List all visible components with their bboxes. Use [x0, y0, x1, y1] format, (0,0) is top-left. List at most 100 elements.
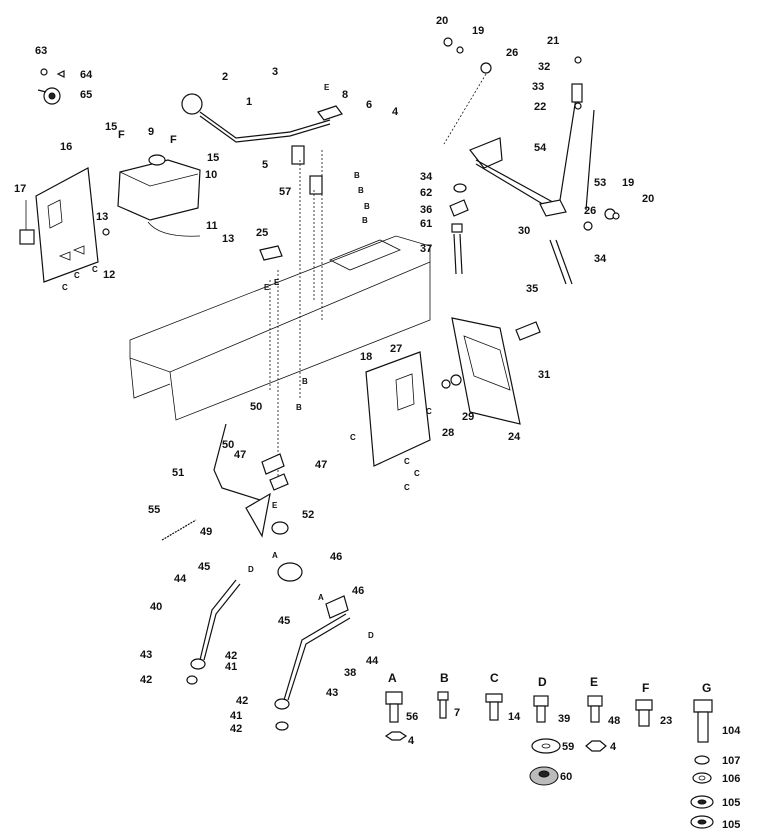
callout-4: 4 [392, 106, 399, 118]
hardware-key: A 56 4 B 7 C 14 D 39 59 60 E 48 4 F 23 G… [384, 671, 741, 831]
callout-43b: 43 [326, 687, 338, 699]
callout-17: 17 [14, 183, 26, 195]
letter-b: B [362, 216, 368, 225]
side-panel-16: 16 17 C C C [14, 141, 99, 292]
callout-8: 8 [342, 89, 348, 101]
letter-b: B [354, 171, 360, 180]
callout-52: 52 [302, 509, 314, 521]
callout-26a: 26 [506, 47, 518, 59]
callout-37: 37 [420, 243, 432, 255]
letter-e: E [324, 83, 330, 92]
letter-a: A [272, 551, 278, 560]
callout-55: 55 [148, 504, 160, 516]
callout-30: 30 [518, 225, 530, 237]
letter-c: C [62, 283, 68, 292]
callout-44a: 44 [174, 573, 187, 585]
callout-13b: 13 [222, 233, 234, 245]
callout-2: 2 [222, 71, 228, 83]
key-part-106: 106 [722, 773, 740, 785]
key-letter-g: G [702, 681, 711, 695]
letter-c: C [74, 271, 80, 280]
callout-28: 28 [442, 427, 454, 439]
callout-19a: 19 [472, 25, 484, 37]
letter-b: B [364, 202, 370, 211]
letter-c: C [404, 483, 410, 492]
key-part-4: 4 [408, 735, 415, 747]
upper-right-assembly: 20 19 26 21 32 33 22 54 53 19 20 26 34 3… [420, 15, 654, 295]
lower-linkage: 45 44 D A 46 40 43 42 41 42 A 46 45 D 44… [140, 551, 379, 735]
callout-57: 57 [279, 186, 291, 198]
letter-c: C [404, 457, 410, 466]
key-part-23: 23 [660, 715, 672, 727]
callout-9: 9 [148, 126, 154, 138]
callout-34b: 34 [594, 253, 607, 265]
callout-45a: 45 [198, 561, 210, 573]
callout-26b: 26 [584, 205, 596, 217]
callout-42d: 42 [230, 723, 242, 735]
letter-b: B [302, 377, 308, 386]
letter-e: E [272, 501, 278, 510]
callout-63: 63 [35, 45, 47, 57]
callout-51: 51 [172, 467, 184, 479]
callout-13a: 13 [96, 211, 108, 223]
callout-44b: 44 [366, 655, 379, 667]
key-letter-b: B [440, 671, 449, 685]
key-part-48: 48 [608, 715, 620, 727]
chassis-frame: 25 E E B B [129, 227, 431, 421]
letter-b: B [358, 186, 364, 195]
callout-46a: 46 [330, 551, 342, 563]
key-part-56: 56 [406, 711, 418, 723]
letter-c: C [426, 407, 432, 416]
key-part-7: 7 [454, 707, 460, 719]
letter-c: C [350, 433, 356, 442]
callout-3: 3 [272, 66, 278, 78]
callout-25: 25 [256, 227, 268, 239]
callout-10: 10 [205, 169, 217, 181]
callout-34a: 34 [420, 171, 433, 183]
callout-54: 54 [534, 142, 547, 154]
callout-20b: 20 [642, 193, 654, 205]
callout-42c: 42 [236, 695, 248, 707]
letter-e: E [274, 278, 280, 287]
callout-1: 1 [246, 96, 252, 108]
key-letter-c: C [490, 671, 499, 685]
callout-31: 31 [538, 369, 550, 381]
key-part-60: 60 [560, 771, 572, 783]
letter-c: C [414, 469, 420, 478]
callout-12: 12 [103, 269, 115, 281]
linkage-assembly: 50 50 47 47 51 E 55 49 52 [148, 401, 327, 541]
letter-e: E [264, 283, 270, 292]
callout-5: 5 [262, 159, 268, 171]
callout-20a: 20 [436, 15, 448, 27]
letter-f: F [118, 129, 125, 141]
callout-32: 32 [538, 61, 550, 73]
callout-43a: 43 [140, 649, 152, 661]
bracket-18: 18 27 28 29 C C C C C [350, 343, 474, 492]
key-part-14: 14 [508, 711, 521, 723]
callout-16: 16 [60, 141, 72, 153]
letter-d: D [368, 631, 374, 640]
callout-64: 64 [80, 69, 93, 81]
callout-53: 53 [594, 177, 606, 189]
lever-assembly-1: 2 1 3 E 8 6 4 5 57 B B B B [181, 66, 399, 225]
callout-18: 18 [360, 351, 372, 363]
callout-38: 38 [344, 667, 356, 679]
callout-40: 40 [150, 601, 162, 613]
callout-49: 49 [200, 526, 212, 538]
callout-47b: 47 [315, 459, 327, 471]
callout-6: 6 [366, 99, 372, 111]
callout-46b: 46 [352, 585, 364, 597]
callout-41a: 41 [225, 661, 237, 673]
key-letter-e: E [590, 675, 598, 689]
key-part-59: 59 [562, 741, 574, 753]
callout-45b: 45 [278, 615, 290, 627]
plate-24: 24 31 [451, 317, 550, 443]
key-part-105: 105 [722, 819, 740, 831]
fuel-tank-10: 15 F 9 F 15 10 13 11 13 12 [96, 121, 234, 281]
callout-15a: 15 [105, 121, 117, 133]
key-letter-d: D [538, 675, 547, 689]
callout-36: 36 [420, 204, 432, 216]
callout-33: 33 [532, 81, 544, 93]
callout-35: 35 [526, 283, 538, 295]
